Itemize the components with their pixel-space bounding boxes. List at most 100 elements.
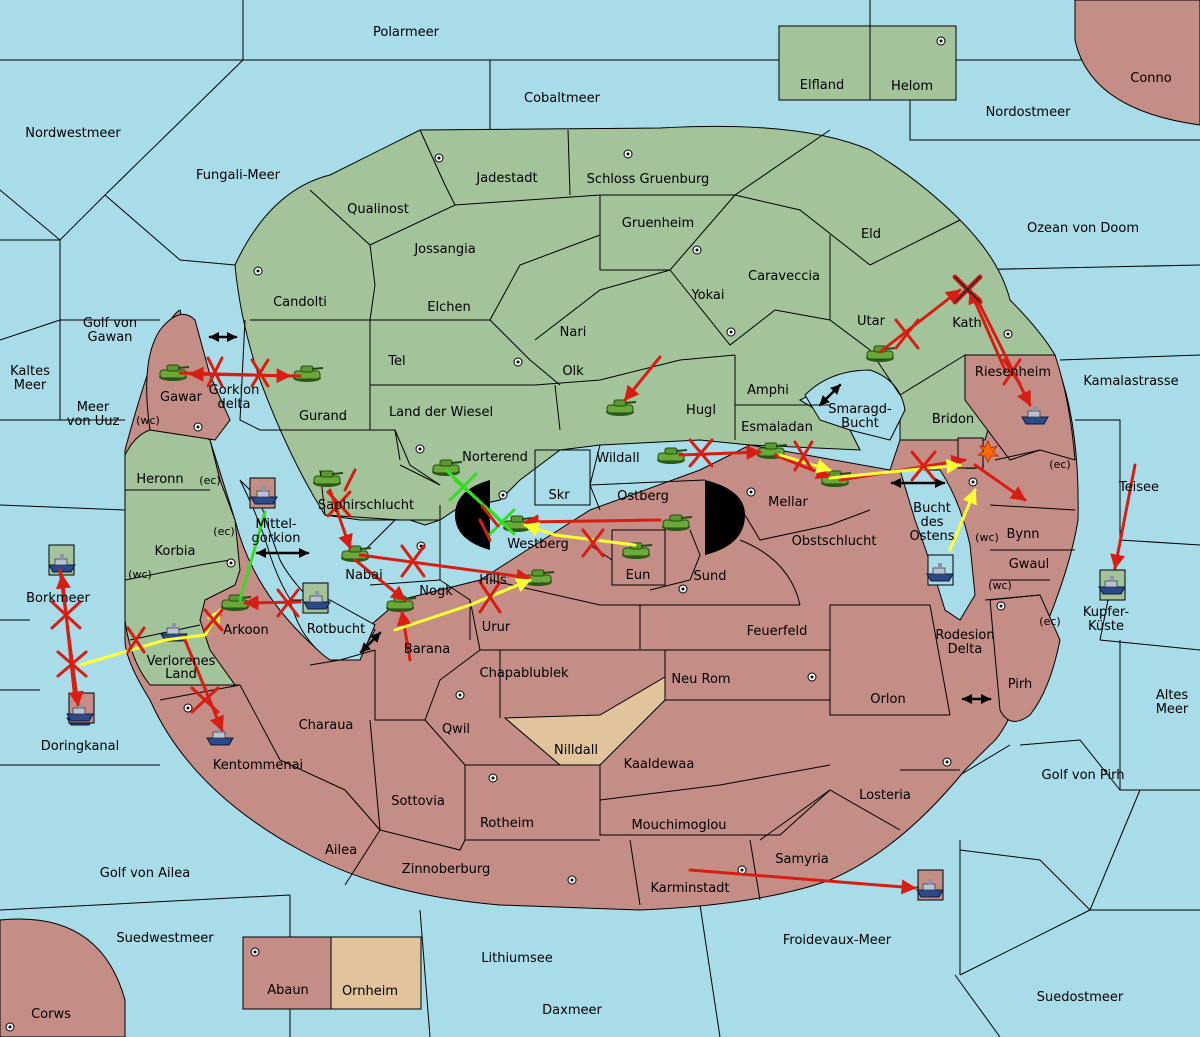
label-schloss: Schloss Gruenburg [587, 172, 710, 187]
label-rodesion-2: Delta [948, 642, 983, 657]
label-korbia: Korbia [154, 544, 195, 559]
label-gorkion-2: delta [218, 397, 251, 412]
label-qualinost: Qualinost [347, 202, 409, 217]
label-meer-uuz-1: Meer [77, 400, 110, 415]
label-gruenheim: Gruenheim [622, 216, 694, 231]
label-gawar: Gawar [160, 390, 203, 405]
label-golf-gawan-2: Gawan [88, 330, 133, 345]
label-esmaladan: Esmaladan [741, 420, 813, 435]
label-corws: Corws [31, 1007, 71, 1022]
label-norterend: Norterend [462, 450, 528, 465]
label-yokai: Yokai [690, 288, 724, 303]
label-olk: Olk [562, 364, 584, 379]
label-westberg: Westberg [507, 537, 569, 552]
label-land-wiesel: Land der Wiesel [389, 405, 493, 420]
label-golf-pirh: Golf von Pirh [1042, 768, 1125, 783]
label-polarmeer: Polarmeer [373, 25, 440, 40]
region-pirh[interactable] [989, 594, 1061, 722]
label-doringkanal: Doringkanal [41, 739, 120, 754]
label-losteria: Losteria [859, 788, 911, 803]
label-eun: Eun [626, 568, 651, 583]
label-elchen: Elchen [427, 300, 470, 315]
label-smaragd-2: Bucht [841, 416, 879, 431]
continent-north-base [234, 125, 1056, 526]
red-x-icon [50, 318, 1022, 714]
label-riesenheim: Riesenheim [975, 365, 1051, 380]
label-neu-rom: Neu Rom [671, 672, 730, 687]
label-ailea: Ailea [325, 843, 357, 858]
label-samyria: Samyria [775, 852, 829, 867]
impassable-zone-west [455, 480, 490, 550]
label-bucht-3: Ostens [909, 529, 954, 544]
label-ornheim: Ornheim [342, 984, 398, 999]
label-eld: Eld [861, 227, 881, 242]
label-kupfer-1: Kupfer- [1083, 605, 1129, 620]
label-wc1: (wc) [136, 414, 160, 427]
label-utar: Utar [857, 314, 886, 329]
label-cobaltmeer: Cobaltmeer [524, 91, 601, 106]
label-candolti: Candolti [273, 295, 327, 310]
label-lithiumsee: Lithiumsee [481, 951, 552, 966]
label-altes-2: Meer [1156, 702, 1189, 717]
label-pirh: Pirh [1008, 677, 1033, 692]
continent-west-strip [124, 419, 241, 686]
label-hills: Hills [479, 573, 507, 588]
label-mouchimoglou: Mouchimoglou [631, 818, 726, 833]
label-karminstadt: Karminstadt [650, 881, 729, 896]
label-smaragd-1: Smaragd- [828, 402, 892, 417]
region-elfland[interactable] [778, 25, 871, 101]
label-bridon: Bridon [932, 412, 974, 427]
label-skr: Skr [548, 488, 570, 503]
label-tel: Tel [387, 354, 405, 369]
label-nabai: Nabai [345, 568, 383, 583]
label-gwaul: Gwaul [1009, 557, 1050, 572]
region-ornheim[interactable] [330, 936, 422, 1010]
label-wc3: (wc) [975, 531, 999, 544]
label-rotbucht: Rotbucht [307, 622, 365, 637]
label-froidevaux: Froidevaux-Meer [783, 933, 892, 948]
label-ec4: (ec) [1039, 615, 1060, 628]
label-nordwestmeer: Nordwestmeer [25, 126, 121, 141]
label-gurand: Gurand [299, 409, 347, 424]
label-kupfer-2: Küste [1088, 619, 1124, 634]
label-borkmeer: Borkmeer [26, 591, 90, 606]
label-meer-uuz-2: von Uuz [67, 414, 120, 429]
region-conno[interactable] [1074, 0, 1200, 126]
label-kaaldewaa: Kaaldewaa [624, 757, 695, 772]
label-kath: Kath [952, 316, 982, 331]
label-suedostmeer: Suedostmeer [1037, 990, 1124, 1005]
label-kentommenai: Kentommenai [213, 758, 303, 773]
label-sottovia: Sottovia [391, 794, 445, 809]
impassable-zone-east [705, 480, 745, 555]
label-jossangia: Jossangia [413, 242, 475, 257]
label-teisee: Teisee [1118, 480, 1159, 495]
region-gawar[interactable] [146, 313, 231, 441]
label-jadestadt: Jadestadt [475, 171, 537, 186]
label-altes-1: Altes [1156, 688, 1189, 703]
sea-labels: Polarmeer Cobaltmeer Nordwestmeer Fungal… [10, 25, 1189, 1018]
label-nari: Nari [560, 325, 587, 340]
label-ec1: (ec) [199, 474, 220, 487]
label-bucht-2: des [920, 515, 943, 530]
label-nordostmeer: Nordostmeer [986, 105, 1072, 120]
label-conno: Conno [1130, 71, 1172, 86]
label-gorkion-1: Gorkion [209, 383, 260, 398]
label-zinnoberburg: Zinnoberburg [402, 862, 490, 877]
label-obstschlucht: Obstschlucht [792, 534, 877, 549]
label-hugl: Hugl [686, 403, 716, 418]
label-ostberg: Ostberg [617, 489, 669, 504]
label-rotheim: Rotheim [480, 816, 534, 831]
label-feuerfeld: Feuerfeld [747, 624, 808, 639]
label-bynn: Bynn [1006, 527, 1039, 542]
label-verlorenes-2: Land [165, 667, 197, 682]
region-corws[interactable] [0, 918, 126, 1037]
label-arkoon: Arkoon [223, 623, 268, 638]
sea-bucht-des-ostens [899, 469, 976, 621]
label-sund: Sund [694, 569, 727, 584]
label-kaltes-1: Kaltes [10, 364, 50, 379]
label-qwil: Qwil [442, 722, 470, 737]
label-mellar: Mellar [768, 495, 808, 510]
label-kaltes-2: Meer [14, 378, 47, 393]
